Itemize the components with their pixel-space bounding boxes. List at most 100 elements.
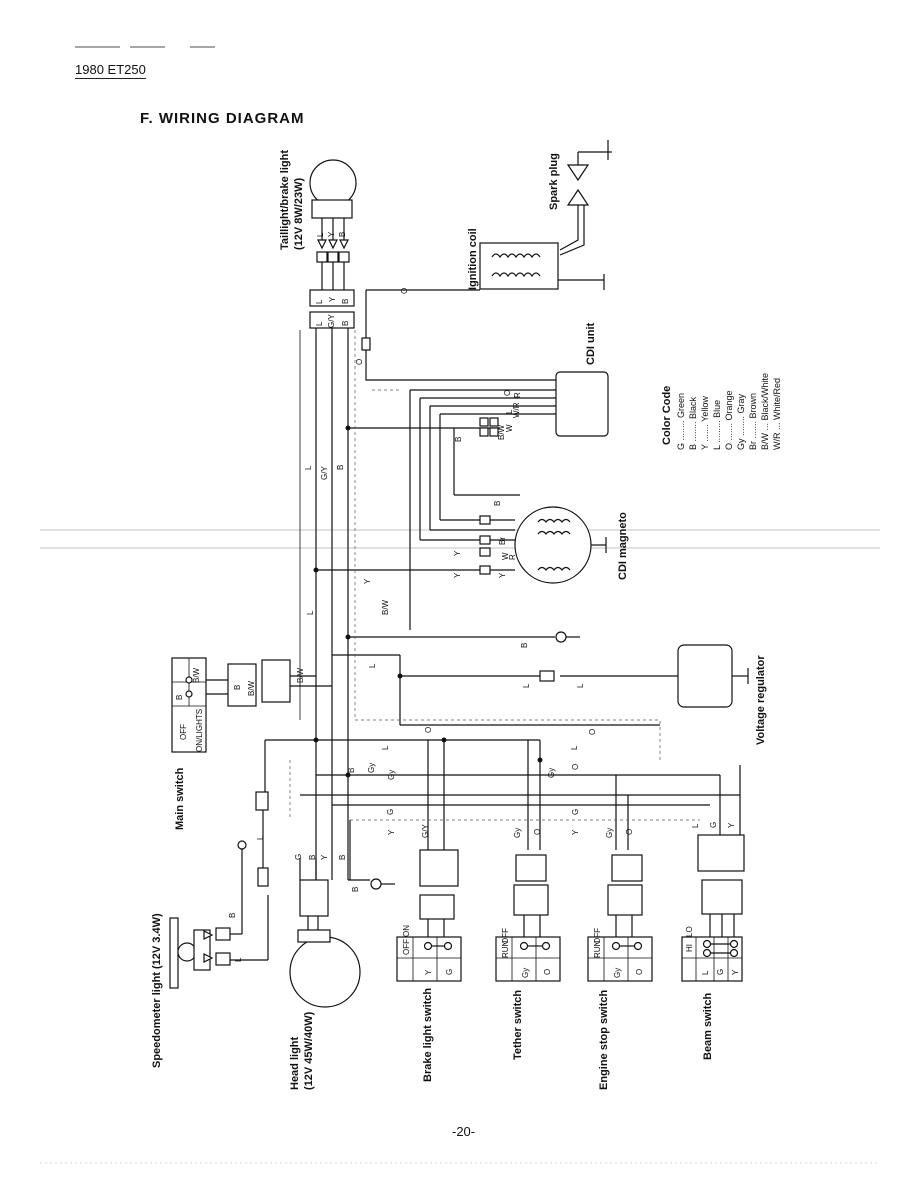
wire-label-bw-bus: B/W <box>381 599 390 615</box>
beam-switch-label: Beam switch <box>702 992 714 1060</box>
color-code-item: Gy ........ Gray <box>736 393 746 450</box>
speedometer-light <box>169 791 269 989</box>
main-switch-wire-b: B <box>175 695 184 700</box>
brake-light-switch <box>396 849 462 982</box>
cdi-unit <box>555 371 609 437</box>
brake-light-switch-pos-on: ON <box>402 925 411 937</box>
wire-label-o-h3: O <box>571 764 580 770</box>
tether-switch-wire-o: O <box>543 969 552 975</box>
wire-label-gy-tether: Gy <box>513 828 522 838</box>
wiring-harness <box>264 289 741 890</box>
main-switch-label: Main switch <box>174 767 186 830</box>
wire-label-y-head: Y <box>320 854 329 860</box>
wire-label-b-head2: B <box>338 855 347 860</box>
color-code-item: Y ....... Yellow <box>700 396 710 450</box>
head-light-label: Head light <box>289 1036 301 1090</box>
wire-label-gy-stop: Gy <box>605 828 614 838</box>
engine-stop-switch-pos-off: OFF <box>593 928 602 944</box>
wire-label-b-mag: B <box>493 501 502 506</box>
beam-switch-wire-y: Y <box>731 969 740 975</box>
wire-label-l-reg2: L <box>522 683 531 688</box>
beam-switch-pos-hi: HI <box>685 944 694 952</box>
color-code-item: W/R ... White/Red <box>772 378 782 450</box>
tether-switch <box>495 854 561 982</box>
wire-label-w-mag: W <box>501 552 510 560</box>
wire-label-gy-h3: Gy <box>547 768 556 778</box>
wire-label-gy-h2: Gy <box>387 770 396 780</box>
wire-label-l-h2: L <box>570 745 579 750</box>
wire-label-b-conn: B <box>341 299 350 304</box>
wire-label-l-beam: L <box>691 823 700 828</box>
ignition-coil <box>479 242 605 290</box>
beam-switch <box>681 834 745 982</box>
page-number: -20- <box>452 1124 476 1139</box>
wire-label-l-reg: L <box>368 663 377 668</box>
wire-label-g-beam: G <box>709 822 718 828</box>
wire-label-l-tail: L <box>316 232 325 237</box>
wire-label-l-conn: L <box>315 299 324 304</box>
voltage-regulator <box>677 644 733 708</box>
spark-plug <box>559 140 612 256</box>
cdi-unit-label: CDI unit <box>585 323 597 365</box>
head-light <box>289 858 361 1008</box>
ignition-coil-label: Ignition coil <box>467 228 479 290</box>
engine-stop-switch-pos-run: RUN <box>593 940 602 958</box>
beam-switch-pos-lo: LO <box>685 926 694 937</box>
tether-switch-pos-run: RUN <box>501 940 510 958</box>
wire-label-y-h2: Y <box>571 829 580 835</box>
wire-label-y-h: Y <box>387 829 396 835</box>
wire-label-y-conn: Y <box>328 296 337 302</box>
color-code-item: L ......... Blue <box>712 400 722 450</box>
wire-label-br-mag: Br <box>498 537 507 545</box>
wire-label-y-mag3: Y <box>498 572 507 578</box>
spark-plug-label: Spark plug <box>548 153 560 210</box>
brake-light-switch-pos-off: OFF <box>402 939 411 955</box>
color-code-item: B/W ... Black/White <box>760 373 770 450</box>
wire-label-o-h2: O <box>588 729 597 735</box>
model-header: 1980 ET250 <box>75 62 146 79</box>
wire-label-w-cdi: W <box>505 424 514 432</box>
main-switch-pos-off: OFF <box>179 724 188 740</box>
wire-label-b-gnd2: B <box>351 887 360 892</box>
wire-label-g-head: G <box>294 854 303 860</box>
wire-label-o-cdi: O <box>355 359 364 365</box>
taillight <box>309 159 357 329</box>
color-code-item: B ........ Black <box>688 396 698 450</box>
brake-light-switch-wire-y: Y <box>424 969 433 975</box>
engine-stop-switch <box>587 854 653 982</box>
engine-stop-switch-label: Engine stop switch <box>598 989 610 1090</box>
voltage-regulator-label: Voltage regulator <box>755 655 767 745</box>
wire-label-o-cdi2: O <box>503 390 512 396</box>
wire-label-y-beam: Y <box>727 822 736 828</box>
wire-label-r-mag: R <box>508 554 517 560</box>
cdi-connectors <box>361 337 499 575</box>
wire-label-b-head: B <box>308 855 317 860</box>
wire-label-bw-main: B/W <box>247 680 256 696</box>
wire-label-l-h1: L <box>381 745 390 750</box>
wire-label-g-h: G <box>386 809 395 815</box>
wire-label-gy-brake: G/Y <box>421 824 430 838</box>
wire-labels: L Y B L Y B L G/Y B O O L G/Y B B B/W W … <box>228 231 736 962</box>
wire-label-y-bus: Y <box>363 578 372 584</box>
color-code-legend: Color Code <box>661 386 673 445</box>
tether-switch-label: Tether switch <box>512 990 524 1060</box>
wire-label-l-reg3: L <box>576 683 585 688</box>
color-code-item: G ........ Green <box>676 393 686 450</box>
wire-label-l-speedo2: L <box>234 957 243 962</box>
wire-label-b-h: B <box>347 768 356 773</box>
wire-label-y-mag2: Y <box>453 572 462 578</box>
wire-label-l-bus: L <box>304 465 313 470</box>
wire-label-b-conn2: B <box>341 321 350 326</box>
tether-switch-pos-off: OFF <box>501 928 510 944</box>
tether-switch-wire-gy: Gy <box>521 968 530 978</box>
wire-label-gy-bus: G/Y <box>320 466 329 480</box>
wire-label-o-h1: O <box>424 727 433 733</box>
page-title: F. WIRING DIAGRAM <box>140 110 305 127</box>
brake-light-switch-wire-g: G <box>445 969 454 975</box>
taillight-rating: (12V 8W/23W) <box>293 178 305 250</box>
engine-stop-switch-wire-gy: Gy <box>613 968 622 978</box>
wire-label-y-tail: Y <box>327 231 336 237</box>
color-code-item: Br ....... Brown <box>748 393 758 450</box>
